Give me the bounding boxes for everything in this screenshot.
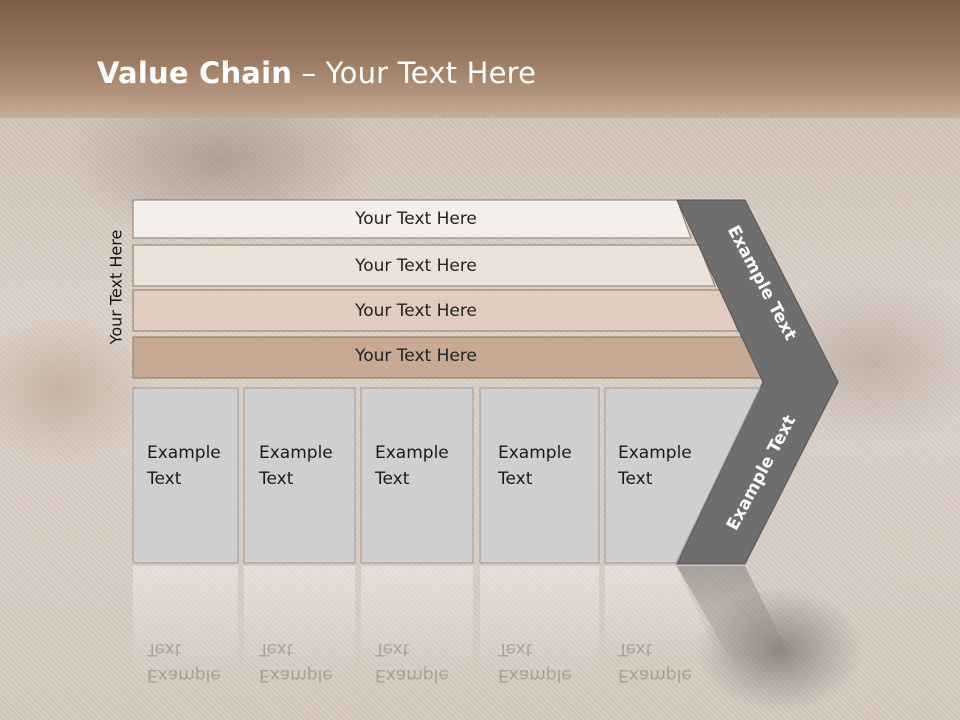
chevron-shape [676, 199, 839, 565]
box-1-reflect-line2: Text [147, 639, 182, 659]
box-1-shape [132, 387, 239, 564]
box-5-reflect-line2: Text [618, 639, 653, 659]
box-1-reflect-line1: Example [147, 665, 221, 685]
bar-1-label: Your Text Here [355, 209, 477, 229]
box-2-label-reflection: Example Text [259, 636, 333, 688]
box-1-line1: Example [147, 443, 221, 463]
box-3-line1: Example [375, 443, 449, 463]
box-4-line2: Text [498, 469, 533, 489]
header-band [0, 0, 960, 118]
box-4-shape [479, 387, 600, 564]
box-2-line2: Text [259, 469, 294, 489]
box-5-reflect-line1: Example [618, 665, 692, 685]
box-2-reflect-line1: Example [259, 665, 333, 685]
bar-1-shape [132, 199, 692, 239]
box-1-line2: Text [147, 469, 182, 489]
box-4-reflect-line2: Text [498, 639, 533, 659]
bar-2-shape [132, 244, 716, 287]
bar-4-label: Your Text Here [355, 346, 477, 366]
box-2-line1: Example [259, 443, 333, 463]
title-rest: – Your Text Here [292, 56, 537, 90]
box-2-reflection [244, 566, 355, 676]
box-1-reflection [133, 566, 238, 676]
bar-3-shape [132, 289, 739, 332]
slide-title: Value Chain – Your Text Here [97, 56, 536, 90]
box-3-label-reflection: Example Text [375, 636, 449, 688]
box-5-shape [604, 387, 761, 564]
box-2-shape [243, 387, 356, 564]
box-4-label-reflection: Example Text [498, 636, 572, 688]
box-5-reflection [605, 566, 720, 660]
box-3-reflection [361, 566, 473, 676]
box-4-reflect-line1: Example [498, 665, 572, 685]
bar-2-label: Your Text Here [355, 256, 477, 276]
box-2-reflect-line2: Text [259, 639, 294, 659]
bar-3-label: Your Text Here [355, 301, 477, 321]
box-5-label-reflection: Example Text [618, 636, 692, 688]
box-5-line2: Text [618, 469, 653, 489]
title-bold: Value Chain [97, 56, 293, 90]
box-4-line1: Example [498, 443, 572, 463]
box-3-reflect-line1: Example [375, 665, 449, 685]
box-3-shape [360, 387, 474, 564]
box-3-line2: Text [375, 469, 410, 489]
box-4-reflection [480, 566, 599, 676]
box-5-line1: Example [618, 443, 692, 463]
box-1-label-reflection: Example Text [147, 636, 221, 688]
chevron-reflection [677, 566, 800, 676]
box-3-reflect-line2: Text [375, 639, 410, 659]
